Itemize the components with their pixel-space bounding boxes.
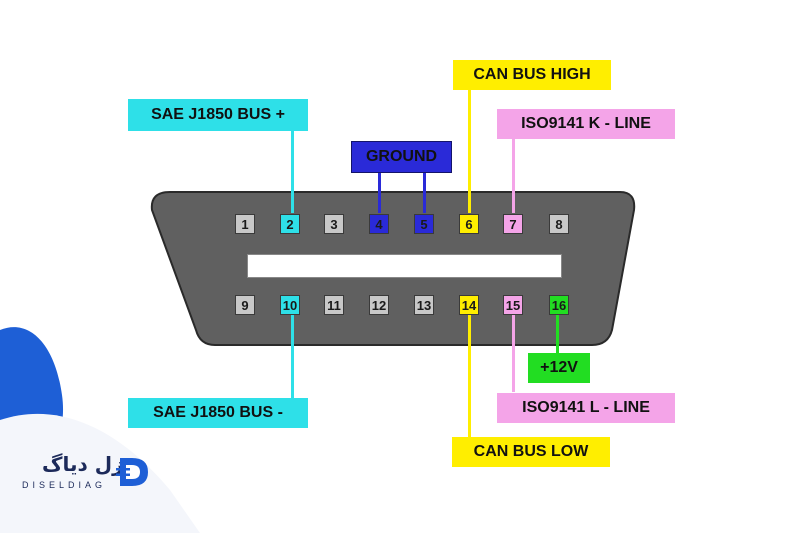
pin-2: 2: [280, 214, 300, 234]
wire-pin-15: [512, 315, 515, 392]
label-can-bus-high: CAN BUS HIGH: [453, 60, 611, 90]
label-iso9141-l-line: ISO9141 L - LINE: [497, 393, 675, 423]
label-ground: GROUND: [351, 141, 452, 173]
logo-text-en: DISELDIAG: [22, 480, 107, 490]
pin-3: 3: [324, 214, 344, 234]
pin-16: 16: [549, 295, 569, 315]
label-sae-j1850-bus-minus: SAE J1850 BUS -: [128, 398, 308, 428]
pin-6: 6: [459, 214, 479, 234]
pin-5: 5: [414, 214, 434, 234]
pin-13: 13: [414, 295, 434, 315]
pin-10: 10: [280, 295, 300, 315]
wire-pin-4: [378, 172, 381, 213]
pin-1: 1: [235, 214, 255, 234]
wire-pin-14: [468, 315, 471, 437]
wire-pin-7: [512, 138, 515, 213]
pin-4: 4: [369, 214, 389, 234]
wire-pin-6: [468, 90, 471, 213]
label-can-bus-low: CAN BUS LOW: [452, 437, 610, 467]
connector-slot: [247, 254, 562, 278]
diseldiag-logo-icon: [116, 458, 148, 486]
label-iso9141-k-line: ISO9141 K - LINE: [497, 109, 675, 139]
label-plus-12v: +12V: [528, 353, 590, 383]
wire-pin-2: [291, 128, 294, 213]
pin-14: 14: [459, 295, 479, 315]
pin-11: 11: [324, 295, 344, 315]
wire-pin-16: [556, 315, 559, 353]
pin-8: 8: [549, 214, 569, 234]
diseldiag-logo: دیزل دیاگ DISELDIAG: [20, 452, 150, 498]
label-sae-j1850-bus-plus: SAE J1850 BUS +: [128, 99, 308, 131]
pin-12: 12: [369, 295, 389, 315]
pin-15: 15: [503, 295, 523, 315]
pin-9: 9: [235, 295, 255, 315]
pin-7: 7: [503, 214, 523, 234]
wire-pin-10: [291, 315, 294, 400]
wire-pin-5: [423, 172, 426, 213]
